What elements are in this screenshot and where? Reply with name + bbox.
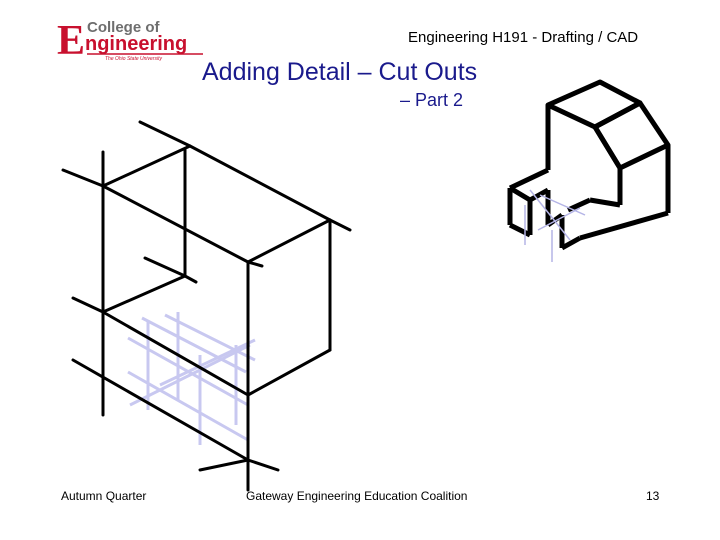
construction-lines: [127, 312, 256, 445]
course-title: Engineering H191 - Drafting / CAD: [408, 29, 639, 46]
footer-quarter: Autumn Quarter: [61, 489, 147, 503]
finished-part-construction: [524, 189, 586, 262]
slide-title: Adding Detail – Cut Outs: [202, 58, 478, 86]
logo-letter-e: E: [57, 18, 85, 62]
college-of-engineering-logo: E College of ngineering The Ohio State U…: [57, 18, 203, 62]
finished-part: [507, 79, 671, 251]
cube-outline: [101, 144, 332, 397]
logo-engineering: ngineering: [85, 33, 187, 55]
logo-college-of: College of: [87, 19, 161, 36]
extension-lines: [61, 120, 352, 492]
logo-tagline: The Ohio State University: [105, 56, 162, 62]
footer-coalition: Gateway Engineering Education Coalition: [246, 489, 468, 503]
slide-subtitle: – Part 2: [400, 90, 464, 110]
footer-page-number: 13: [646, 489, 660, 503]
